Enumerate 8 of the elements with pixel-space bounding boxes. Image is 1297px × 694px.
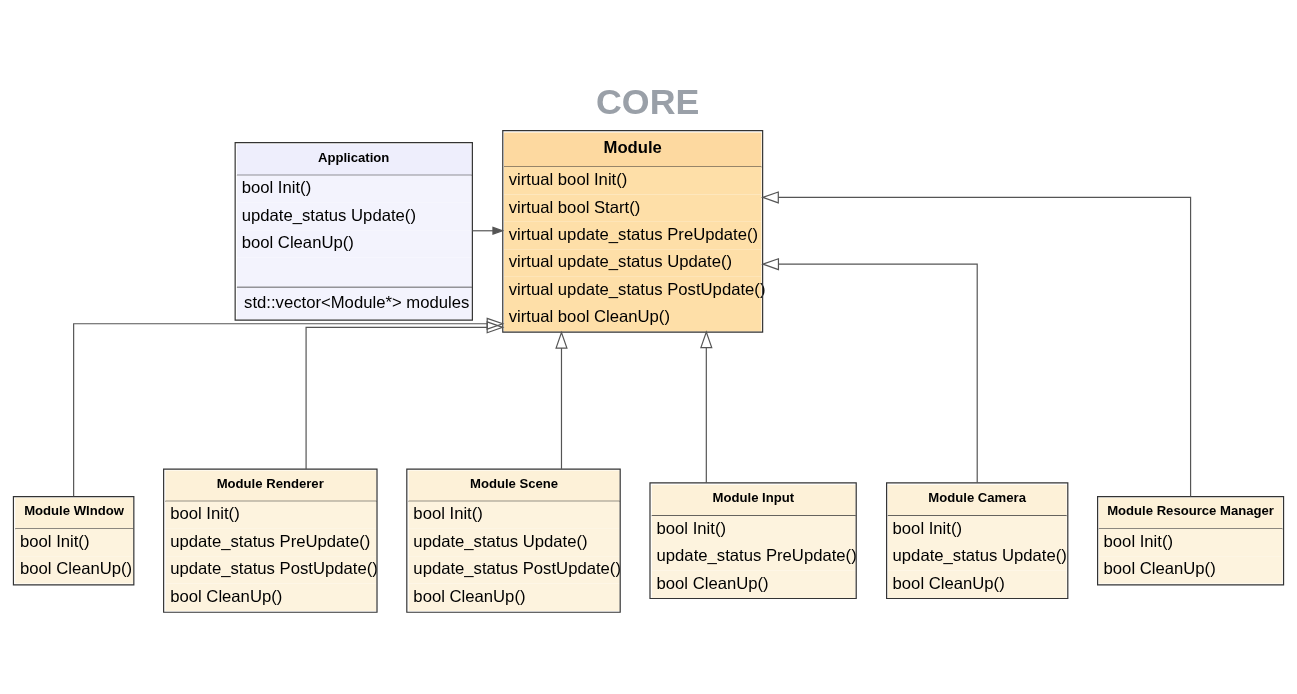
diagram-title: CORE	[596, 81, 700, 122]
arrow	[305, 321, 505, 470]
arrow	[73, 317, 505, 497]
arrow	[761, 191, 1192, 498]
arrow	[761, 257, 978, 484]
arrow	[471, 226, 505, 235]
arrow	[700, 330, 713, 484]
arrow	[555, 330, 568, 470]
